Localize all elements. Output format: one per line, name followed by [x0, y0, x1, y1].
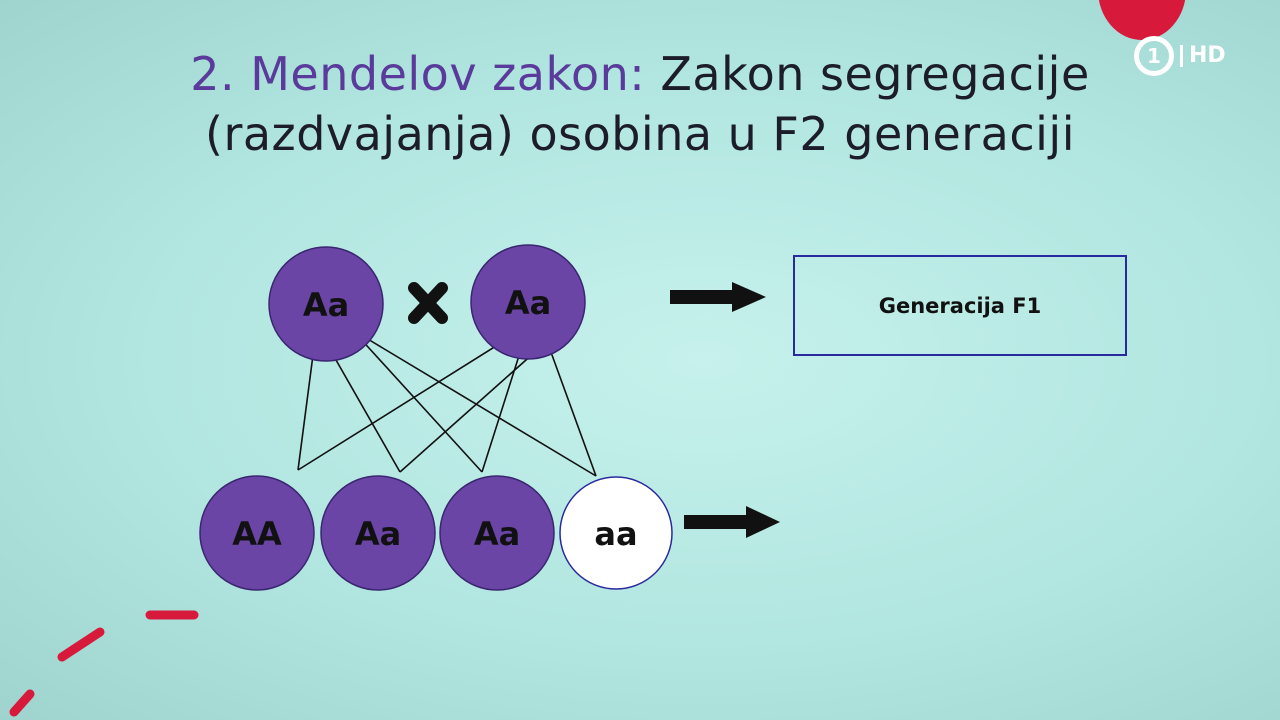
arrow-icon-2: [684, 506, 780, 538]
parent-genotype-1: Aa: [303, 286, 349, 324]
parent-circle-2: [470, 244, 586, 360]
cross-icon: [408, 282, 448, 324]
title-accent: 2. Mendelov zakon:: [190, 47, 646, 101]
generation-f1-box: Generacija F1: [793, 255, 1127, 356]
title-line2: (razdvajanja) osobina u F2 generaciji: [205, 107, 1075, 161]
offspring-circle-3: [439, 475, 555, 591]
offspring-genotype-4: aa: [594, 515, 637, 553]
offspring-genotype-2: Aa: [355, 515, 401, 553]
offspring-genotype-3: Aa: [474, 515, 520, 553]
logo-hd-label: HD: [1180, 45, 1226, 67]
connector-lines: [297, 331, 597, 477]
channel-logo: 1 HD: [1134, 34, 1226, 78]
dashed-arc-decoration: [9, 610, 199, 717]
arrow-icon-1: [670, 282, 766, 312]
offspring-circle-1: [199, 475, 315, 591]
title-rest: Zakon segregacije: [645, 47, 1090, 101]
parent-circle-1: [268, 246, 384, 362]
offspring-genotype-1: AA: [232, 515, 282, 553]
parent-genotype-2: Aa: [505, 284, 551, 322]
offspring-circle-4: [559, 476, 673, 590]
logo-number: 1: [1147, 44, 1161, 68]
offspring-circle-2: [320, 475, 436, 591]
generation-f1-label: Generacija F1: [878, 293, 1042, 318]
slide-title: 2. Mendelov zakon: Zakon segregacije (ra…: [0, 44, 1280, 164]
channel-number-icon: 1: [1134, 36, 1174, 76]
